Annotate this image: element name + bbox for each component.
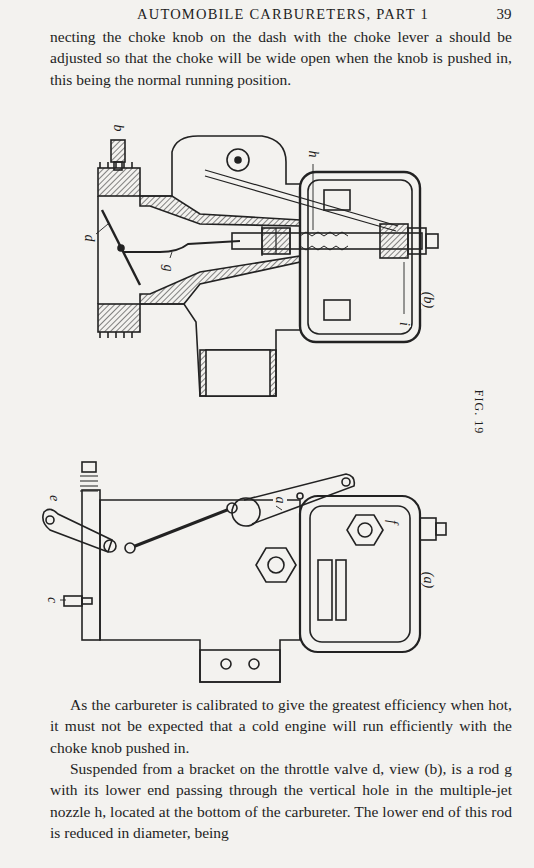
callout-letter: b: [111, 124, 125, 133]
callout-letter: f: [385, 519, 399, 525]
body-paragraph: As the carbureter is calibrated to give …: [50, 694, 512, 758]
callout-letter: i: [397, 321, 411, 327]
callout-letter: d: [82, 234, 96, 243]
body-paragraph: necting the choke knob on the dash with …: [50, 26, 512, 90]
sectional-view: [96, 136, 438, 396]
elevation-view: [43, 462, 446, 682]
view-label: (b): [421, 291, 435, 309]
callout-letter: c: [45, 596, 59, 604]
figure-caption: FIG. 19: [471, 390, 486, 434]
callout-letter: a: [273, 496, 287, 505]
running-head: AUTOMOBILE CARBURETERS, PART 1: [137, 6, 429, 23]
body-paragraph: Suspended from a bracket on the throttle…: [50, 758, 512, 843]
callout-letter: h: [306, 150, 320, 159]
view-label: (a): [421, 571, 435, 589]
callout-letter: g: [161, 264, 175, 273]
callout-letter: e: [47, 494, 61, 502]
page-number: 39: [497, 6, 512, 23]
